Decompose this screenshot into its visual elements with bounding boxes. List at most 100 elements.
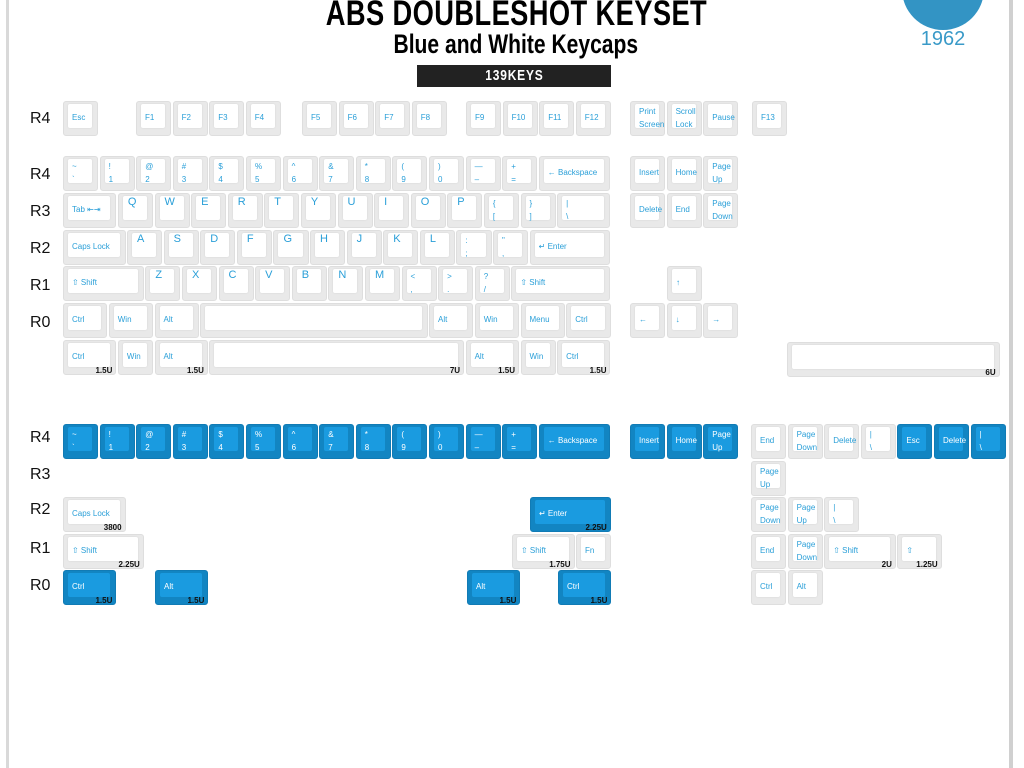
legend-alpha: O [420,196,430,208]
legend: ⇧ Shift [72,278,97,287]
keycap-face: Ctrl [68,306,102,330]
keycap-face: %5 [251,159,276,184]
keycap-face: *8 [360,159,385,184]
legend-bottom: 5 [255,443,260,452]
legend-top: $ [218,430,223,439]
keycap: G [273,230,309,265]
keycap-face: Delete [939,427,966,451]
keycap: {[ [483,193,519,228]
legend-top: | [566,199,569,208]
legend-top: % [255,430,263,439]
keycap-face: (9 [397,159,422,184]
keycap-face: Win [525,343,550,367]
legend-alpha: L [429,233,436,245]
legend-alpha: S [173,233,181,245]
legend: F7 [384,113,394,122]
row-label: R0 [30,577,51,594]
legend: Ctrl [72,315,85,324]
legend: F5 [311,113,321,122]
legend-alpha: Q [127,196,137,208]
keycap: —– [465,156,501,191]
keycap-face: :; [461,233,486,258]
legend: End [675,205,690,214]
legend-top: ~ [72,162,77,171]
legend-top: @ [145,162,154,171]
keycap: Ctrl [566,303,611,338]
keycap: Esc [63,101,99,136]
keycap: F9 [466,101,502,136]
legend-top: Print [639,107,656,116]
legend-top: * [364,430,368,439]
keycap-face: ^6 [287,427,312,452]
keycap: F10 [502,101,538,136]
keycap-face: ?/ [479,269,504,294]
keycap-face: Ctrl [68,343,111,367]
legend: Caps Lock [72,509,110,518]
legend-alpha: B [301,269,310,281]
key-size-label: 1.5U [590,596,608,605]
keycap: F6 [338,101,374,136]
legend-bottom: – [474,175,480,184]
keycap: V [255,266,291,301]
keycap-face: S [168,233,193,257]
keycap: F3 [209,101,245,136]
keycap: 6U [787,342,1000,377]
keycap-face: ⇧ Shift [68,537,138,561]
keycap-face: K [388,233,413,257]
keycap: H [310,230,346,265]
legend-bottom: 1 [108,175,114,184]
keycap-face: Menu [525,306,559,330]
row-label: R2 [30,501,51,518]
legend-bottom: Up [760,480,771,489]
keycap: !1 [99,424,135,459]
legend-top: & [328,430,334,439]
legend-top: ( [401,430,405,439]
keycap: >. [438,266,474,301]
keycap-face: |\ [562,196,605,221]
keycap: (9 [392,156,428,191]
keycap: F12 [575,101,611,136]
key-size-label: 6U [985,368,996,377]
legend-top: ^ [291,430,296,439]
keycap-face: F8 [416,104,441,128]
keycap: Delete [630,193,666,228]
legend-bottom: 8 [364,175,370,184]
keycap: ↵ Enter [529,230,611,265]
keycap: Win [474,303,519,338]
keycap: |\ [824,497,860,532]
legend-alpha: K [393,233,401,245]
keycap-face: C [223,269,248,293]
keycap-face: ← Backspace [543,159,605,183]
keycap-face: Fn [581,537,606,561]
legend: Ctrl [575,315,588,324]
row-label: R0 [30,314,51,331]
keycap-face: Delete [829,427,856,451]
legend-bottom: / [483,285,486,294]
keycap-face: E [196,196,221,220]
keycap-face: G [278,233,303,257]
keycap: |\ [557,193,611,228]
legend-alpha: D [210,233,219,245]
legend-bottom: Down [796,553,818,562]
keycap: %5 [246,424,282,459]
legend: Alt [476,582,486,591]
legend-top: Page [712,162,731,171]
legend: ← [639,315,647,324]
keycap-face: Esc [902,427,927,451]
legend-bottom: Up [796,516,807,525]
keycap-face: ← Backspace [543,427,605,451]
keycap-face: *8 [360,427,385,452]
keycap: Menu [520,303,565,338]
keycap: )0 [429,156,465,191]
key-size-label: 2.25U [585,523,607,532]
legend-top: ? [483,272,489,281]
keycap-face: —– [470,159,495,184]
